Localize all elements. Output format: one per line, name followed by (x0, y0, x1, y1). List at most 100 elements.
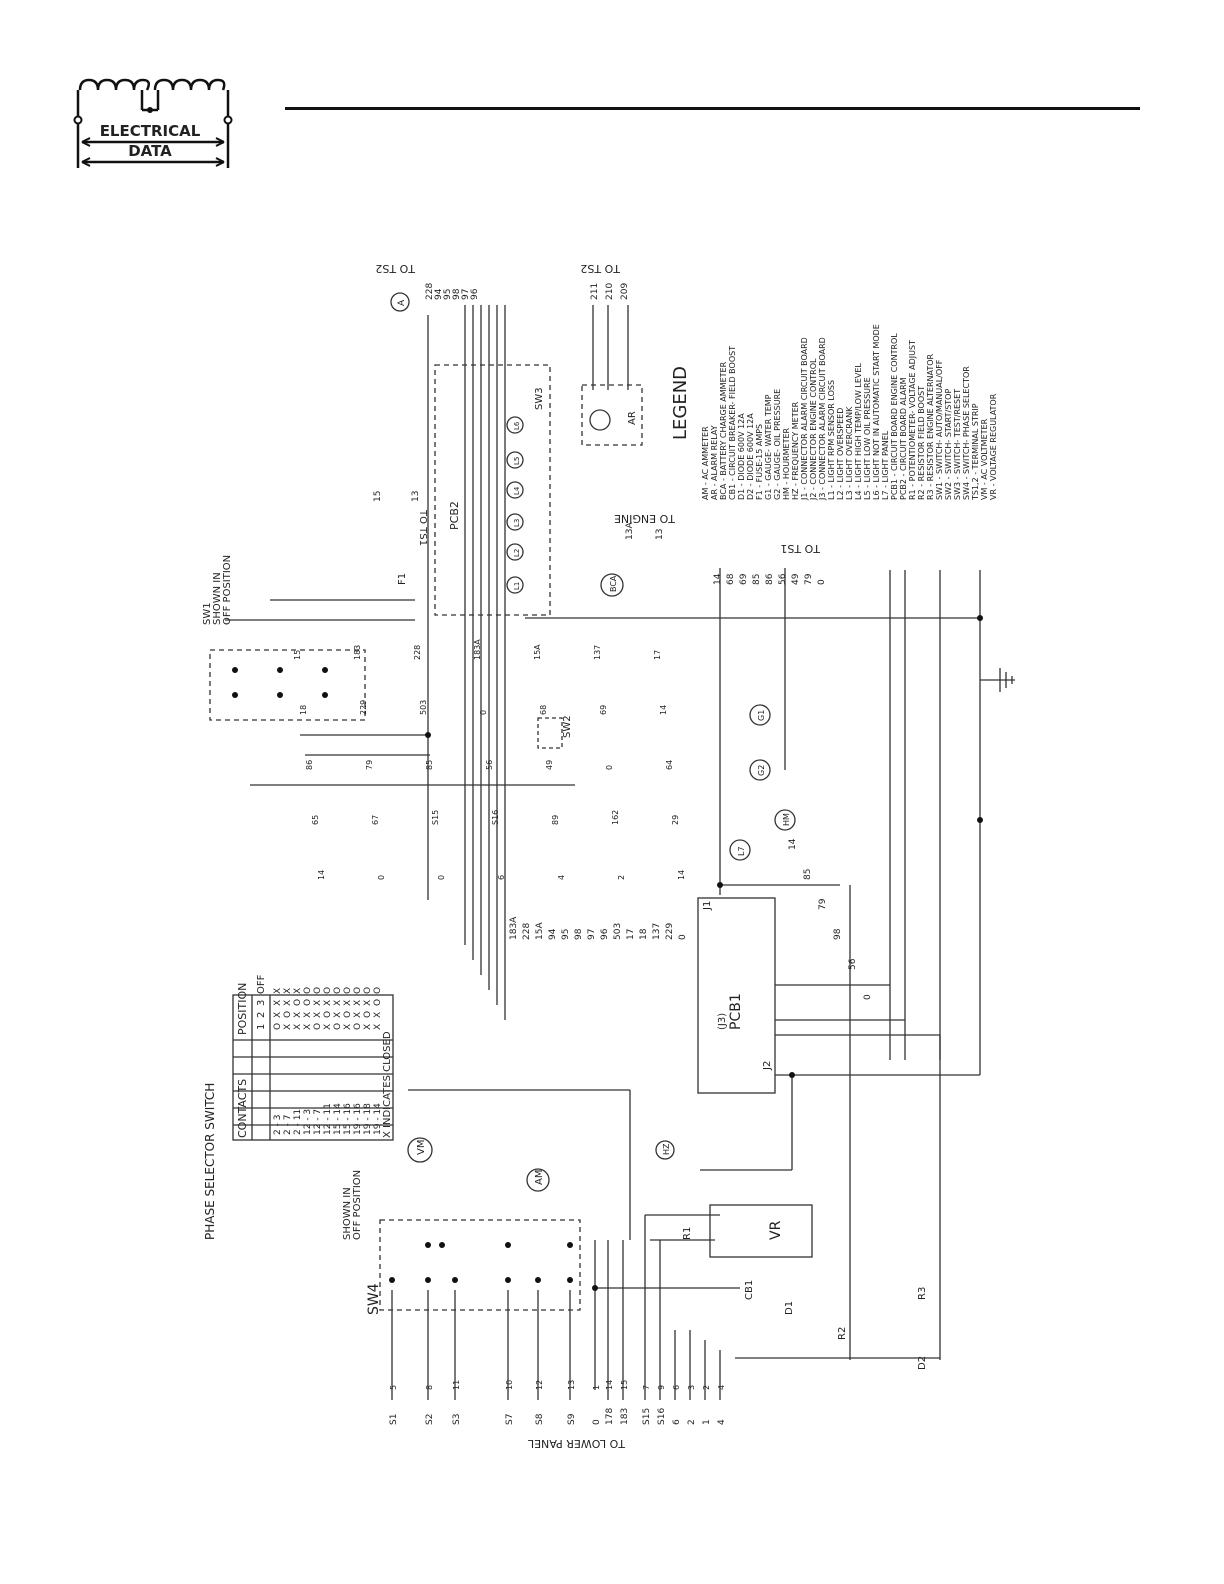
light-label: L1 (513, 582, 521, 590)
ar-label: AR (627, 411, 638, 425)
legend-item: J1 - CONNECTOR ALARM CIRCUIT BOARD (800, 337, 809, 501)
sw2-label: SW2 (562, 715, 573, 738)
l5-light-icon (506, 451, 524, 469)
pcb1-label: PCB1 (728, 993, 744, 1030)
phase-position-cell: O (333, 1023, 343, 1030)
lower-panel-terminal-label: 12 (535, 1380, 544, 1390)
phase-position-cell: X (353, 1000, 363, 1006)
legend-item: R3 - RESISTOR ENGINE ALTERNATOR (926, 353, 935, 500)
phase-position-cell: X (273, 988, 283, 994)
legend-item: R1 - POTENTIOMETER- VOLTAGE ADJUST (908, 340, 917, 500)
phase-contacts-cell: 19 - 18 (363, 1103, 373, 1135)
wire-label: 95 (443, 289, 453, 300)
wire-label: 6 (497, 875, 506, 880)
wire-label: 183 (353, 645, 362, 660)
phase-position-cell: O (373, 999, 383, 1006)
position-col-header: 2 (256, 1012, 267, 1018)
to-ts2-ar: TO TS2 (580, 262, 621, 275)
wire-label: 69 (599, 705, 608, 715)
wiring-diagram-svg: PHASE SELECTOR SWITCH CONTACTS POSITION … (202, 262, 1015, 1450)
wire-label: 17 (653, 650, 662, 660)
lower-panel-wire-label: 178 (605, 1408, 615, 1425)
pcb1-j2-label: J2 (762, 1061, 773, 1071)
sw1-box (209, 649, 366, 721)
phase-position-cell: X (293, 1012, 303, 1018)
lower-panel-wire-label: S7 (505, 1414, 515, 1425)
d1-label: D1 (784, 1301, 795, 1315)
phase-position-cell: O (303, 999, 313, 1006)
phase-position-cell: X (293, 1024, 303, 1030)
g1-label: G1 (757, 710, 766, 721)
phase-contacts-cell: 15 - 14 (333, 1103, 343, 1135)
phase-footnote: X INDICATES CLOSED (382, 1031, 393, 1138)
lower-panel-wire-label: S3 (452, 1414, 462, 1425)
phase-position-cell: X (313, 1012, 323, 1018)
legend-item: L4 - LIGHT HIGH TEMP/LOW LEVEL (854, 363, 863, 500)
pcb2-box (434, 364, 551, 616)
phase-position-cell: X (303, 1024, 313, 1030)
wire-label: 79 (365, 760, 374, 770)
pcb1-left-wire-label: 228 (522, 923, 532, 940)
position-header: POSITION (236, 983, 249, 1035)
wire-label: 14 (317, 870, 326, 880)
phase-position-cell: X (323, 1024, 333, 1030)
l4-light-icon (506, 481, 524, 499)
light-label: L2 (513, 549, 521, 557)
wire-label: 98 (452, 288, 462, 300)
wire-label: 228 (413, 645, 422, 660)
marker-a-icon (390, 292, 410, 312)
lower-panel-wire-label: S16 (657, 1408, 667, 1425)
cb1-label: CB1 (744, 1280, 755, 1300)
legend-item: L3 - LIGHT OVERCRANK (845, 406, 854, 500)
pcb2-label: PCB2 (448, 501, 461, 530)
pcb1-right-wire-label: 85 (803, 869, 813, 880)
phase-contacts-cell: 15 - 16 (343, 1103, 353, 1135)
legend-item: G2 - GAUGE- OIL PRESSURE (773, 389, 782, 500)
wiring-diagram: PHASE SELECTOR SWITCH CONTACTS POSITION … (180, 240, 1030, 1480)
lower-panel-terminal-label: 2 (702, 1385, 711, 1390)
wire-label: S15 (431, 810, 440, 825)
legend-item: TS1,2 - TERMINAL STRIP (971, 403, 980, 501)
to-ts2-main: TO TS2 (375, 262, 416, 275)
to-ts1-right: TO TS1 (780, 542, 821, 555)
logo-line2: DATA (128, 142, 172, 160)
wire-label: 14 (713, 573, 723, 585)
wire-label: 0 (437, 875, 446, 880)
phase-position-cell: O (333, 987, 343, 994)
wire-label: 162 (611, 810, 620, 825)
legend-item: SW4 - SWITCH- PHASE SELECTOR (962, 366, 971, 500)
wire-label: 69 (739, 573, 749, 585)
legend-item: L1 - LIGHT RPM SENSOR LOSS (827, 380, 836, 500)
wire-label: 85 (425, 760, 434, 770)
wire-label: 13A (625, 522, 635, 540)
coil-logo-icon: ELECTRICAL DATA (73, 78, 233, 168)
wire-label: 89 (551, 815, 560, 825)
hm-label: HM (782, 813, 791, 826)
wire-label: 0 (817, 579, 827, 585)
legend-item: PCB1 - CIRCUIT BOARD ENGINE CONTROL (890, 333, 899, 500)
sw4-note1: SHOWN IN (342, 1187, 353, 1240)
position-col-header: OFF (256, 974, 267, 994)
sw4-note2: OFF POSITION (352, 1170, 363, 1240)
lower-panel-wire-label: S15 (642, 1408, 652, 1425)
wire-label: 49 (545, 760, 554, 770)
lower-panel-wire-label: 4 (717, 1419, 727, 1425)
hz-meter-icon (655, 1140, 675, 1160)
legend-item: R2 - RESISTOR FIELD BOOST (917, 386, 926, 500)
vr-box (709, 1204, 813, 1258)
phase-contacts-cell: 19 - 14 (373, 1103, 383, 1135)
marker-a-label: A (397, 299, 407, 306)
r1-label: R1 (682, 1227, 693, 1240)
phase-position-cell: O (283, 1011, 293, 1018)
phase-position-cell: X (373, 1024, 383, 1030)
legend-item: L2 - LIGHT OVERSPEED (836, 408, 845, 500)
phase-position-cell: X (293, 988, 303, 994)
legend-item: AM - AC AMMETER (701, 426, 710, 500)
wire-label: 13 (655, 529, 665, 540)
electrical-data-logo: ELECTRICAL DATA (70, 70, 235, 170)
phase-position-cell: X (373, 1012, 383, 1018)
wire-label: 4 (557, 875, 566, 880)
phase-position-cell: O (363, 987, 373, 994)
lower-panel-terminal-label: 3 (687, 1385, 696, 1390)
g1-gauge-icon (749, 704, 771, 726)
